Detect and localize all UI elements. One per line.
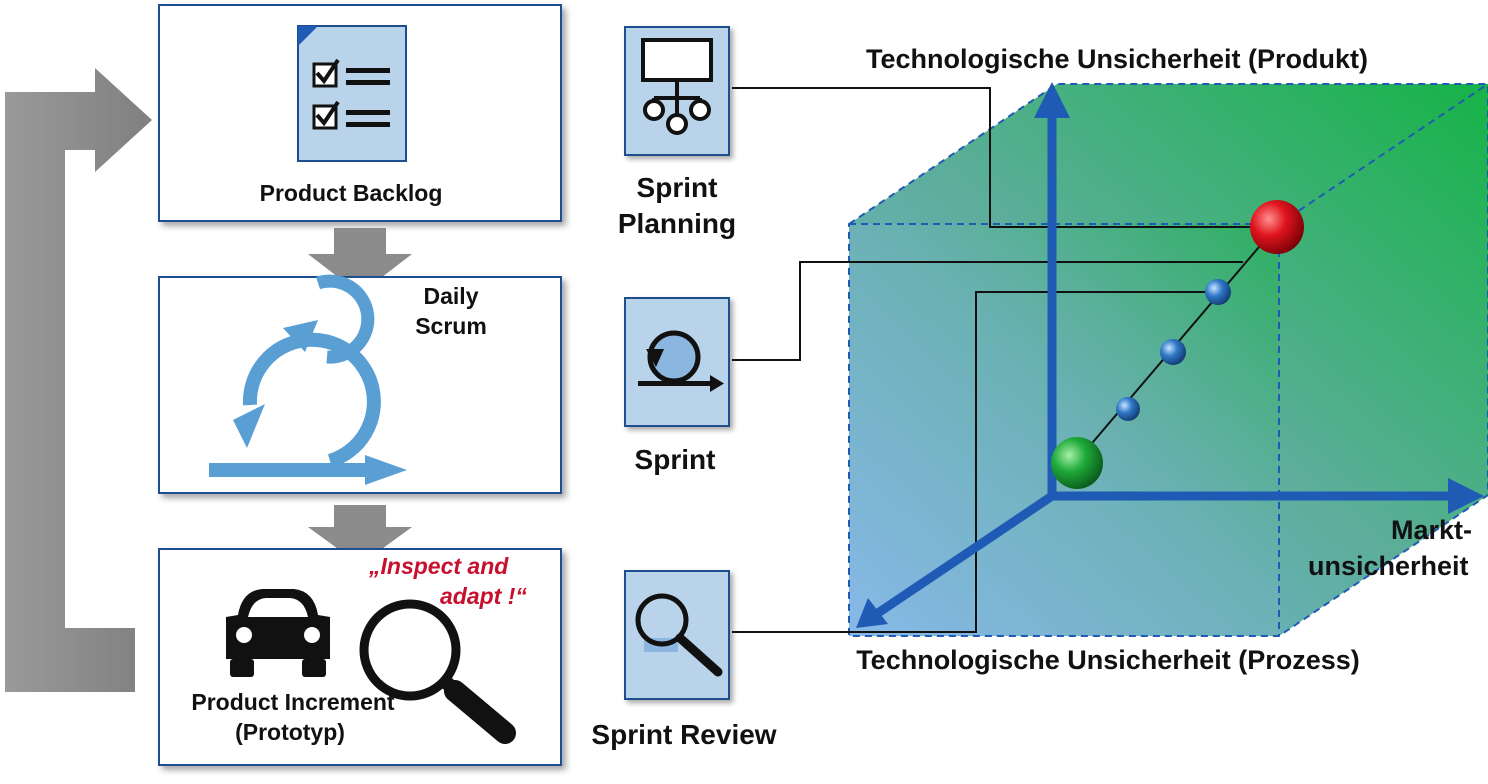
axis-label-process: Technologische Unsicherheit (Prozess) bbox=[856, 645, 1360, 675]
flowchart-icon bbox=[641, 38, 713, 135]
sprint-planning-label-2: Planning bbox=[617, 208, 737, 239]
magnifier-icon bbox=[359, 599, 516, 744]
scrum-loop-icon bbox=[209, 274, 407, 485]
sprint-label: Sprint bbox=[634, 444, 716, 475]
car-icon bbox=[226, 589, 330, 677]
review-magnifier-icon bbox=[635, 593, 723, 677]
daily-scrum-label-2: Scrum bbox=[415, 313, 487, 339]
product-increment-label-1: Product Increment bbox=[191, 689, 395, 715]
axis-label-market-1: Markt- bbox=[1391, 515, 1473, 545]
down-arrow-2 bbox=[308, 505, 412, 565]
backlog-checklist-icon bbox=[297, 25, 407, 162]
inspect-adapt-line-1: „Inspect and bbox=[369, 553, 509, 579]
inspect-adapt-line-2: adapt !“ bbox=[440, 583, 527, 609]
daily-scrum-box bbox=[158, 276, 562, 494]
sprint-review-label: Sprint Review bbox=[591, 719, 777, 750]
daily-scrum-label-1: Daily bbox=[423, 283, 479, 309]
axis-label-market-2: unsicherheit bbox=[1308, 551, 1469, 581]
product-backlog-label: Product Backlog bbox=[259, 180, 443, 206]
product-increment-label-2: (Prototyp) bbox=[235, 719, 345, 745]
sprint-loop-icon bbox=[638, 330, 724, 392]
down-arrow-1 bbox=[308, 228, 412, 294]
sprint-planning-label-1: Sprint bbox=[636, 172, 718, 203]
axis-label-product: Technologische Unsicherheit (Produkt) bbox=[865, 44, 1369, 74]
